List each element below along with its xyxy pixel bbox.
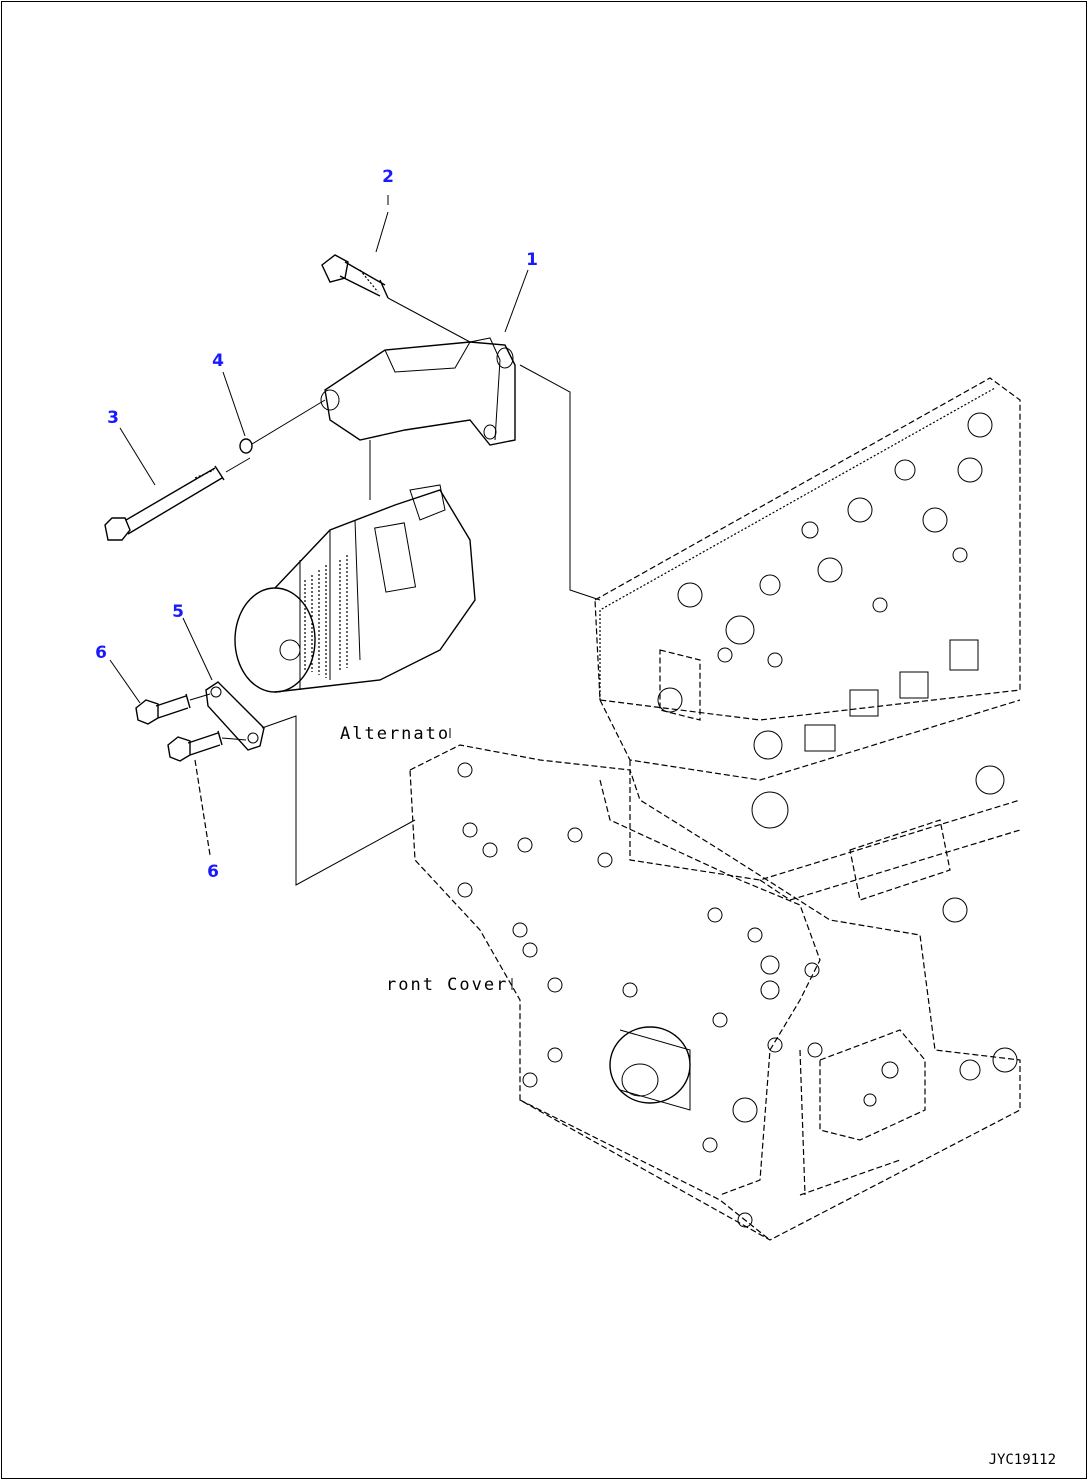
alternator-cooling-fins xyxy=(304,555,348,678)
callout-2: 2 xyxy=(382,167,394,187)
callout-6-upper: 6 xyxy=(95,643,107,663)
engine-block xyxy=(594,377,1021,1081)
alternator-label: Alternato xyxy=(340,724,450,744)
callout-6-lower: 6 xyxy=(207,862,219,882)
washer-part-4 xyxy=(239,438,253,454)
bolt-part-6-upper xyxy=(135,693,191,725)
alternator-bracket xyxy=(320,337,516,446)
drawing-code: JYC19112 xyxy=(989,1452,1056,1468)
callout-3: 3 xyxy=(107,408,119,428)
assembly-lines xyxy=(109,195,601,886)
exhaust-ports xyxy=(659,639,979,752)
bolt-part-3 xyxy=(104,465,225,541)
callout-numbers: 2 1 4 3 5 6 6 xyxy=(95,167,538,882)
front-cover xyxy=(409,744,1021,1241)
cylinder-head-ports xyxy=(657,412,993,829)
front-cover-label: ront Cover xyxy=(386,975,508,995)
callout-4: 4 xyxy=(212,351,224,371)
front-cover-bolts xyxy=(457,762,823,1228)
bolt-part-6-lower xyxy=(167,730,223,762)
callout-1: 1 xyxy=(526,250,538,270)
bolt-part-2 xyxy=(321,254,389,299)
alternator xyxy=(234,484,476,693)
plate-part-5 xyxy=(205,681,265,751)
callout-5: 5 xyxy=(172,602,184,622)
